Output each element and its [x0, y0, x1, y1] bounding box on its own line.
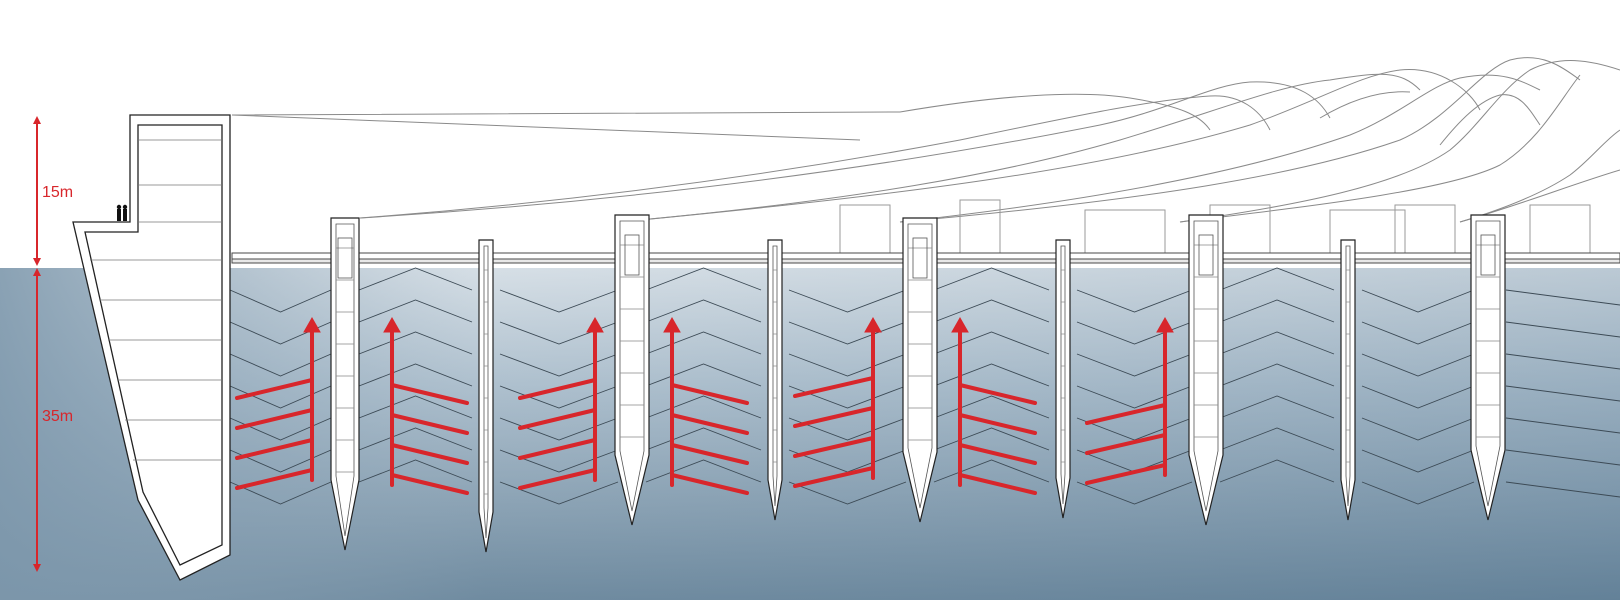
- water-flow-arrow-icon: [518, 316, 604, 490]
- water-flow-arrow-icon: [235, 316, 321, 490]
- slim-pylon: [1340, 239, 1356, 521]
- water-flow-arrow-icon: [383, 316, 469, 495]
- main-tower: [72, 114, 231, 581]
- tall-pylon: [902, 217, 938, 523]
- dimension-label-15m: 15m: [42, 184, 73, 201]
- slim-pylon: [1055, 239, 1071, 519]
- background-roof-lines: [231, 57, 1620, 223]
- dimension-label-35m: 35m: [42, 408, 73, 425]
- slim-pylon: [767, 239, 783, 521]
- tall-pylon: [330, 217, 360, 551]
- person-silhouette-icon: [116, 204, 128, 221]
- water-flow-arrow-icon: [663, 316, 749, 495]
- water-flow-arrow-icon: [951, 316, 1037, 495]
- dimension-markers: 15m 35m: [33, 116, 73, 572]
- water-flow-arrow-icon: [793, 316, 882, 488]
- tall-pylon: [614, 214, 650, 526]
- tall-pylon: [1188, 214, 1224, 526]
- suspension-cables: [229, 267, 1620, 505]
- water-flow-arrow-icon: [1085, 316, 1174, 485]
- water-shading: [0, 268, 1620, 600]
- slim-pylon: [478, 239, 494, 553]
- tall-pylon: [1470, 214, 1506, 521]
